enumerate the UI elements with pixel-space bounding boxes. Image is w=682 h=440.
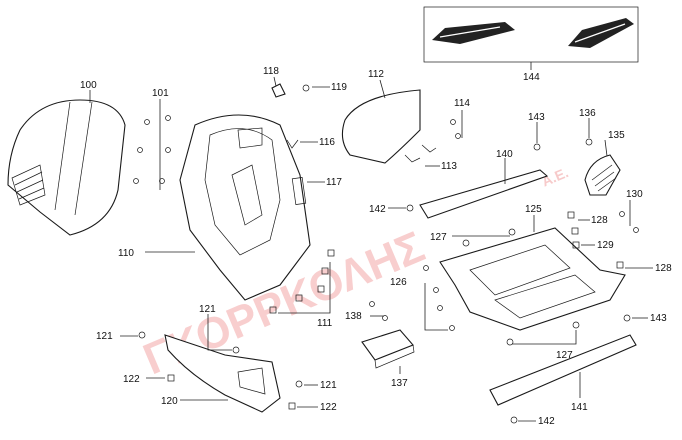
label-142b: 142 [538,416,555,427]
part-141-side-rail [489,334,637,406]
label-128a: 128 [591,215,608,226]
label-143b: 143 [650,313,667,324]
part-120-lower-cover [164,334,281,413]
part-138-fasteners [369,301,388,321]
part-121-screw-left [120,331,146,339]
part-117-label-plate [291,177,325,205]
label-130: 130 [626,189,643,200]
part-113-brackets [404,144,440,167]
part-142-screw-lower [510,416,536,424]
part-144-emblems [423,6,639,70]
part-110-inner-leg-shield [145,114,311,301]
part-130-screws [619,200,639,233]
label-101: 101 [152,88,169,99]
label-128b: 128 [655,263,672,274]
label-100: 100 [80,80,97,91]
label-110: 110 [118,248,134,259]
part-128-clips-lower [616,261,653,269]
label-127b: 127 [556,350,573,361]
part-143-screw-lower [623,314,648,322]
label-121b: 121 [199,304,216,315]
part-122-clip-right [288,402,318,410]
label-117: 117 [326,177,342,188]
label-142a: 142 [369,204,386,215]
part-100-front-cover [7,90,126,236]
label-113: 113 [441,161,457,172]
part-125-floor-panel [439,215,626,331]
label-144: 144 [523,72,540,83]
label-121a: 121 [96,331,113,342]
part-127-screws-upper [452,228,516,247]
label-116: 116 [319,137,335,148]
part-126-screws [423,265,455,331]
label-125: 125 [525,204,542,215]
part-128-clips-upper [567,211,590,235]
part-111-clips [269,249,335,314]
part-121-screw-right [295,380,318,388]
label-112: 112 [368,69,384,80]
label-135: 135 [608,130,625,141]
label-143a: 143 [528,112,545,123]
label-138: 138 [345,311,362,322]
label-127a: 127 [430,232,447,243]
label-137: 137 [391,378,408,389]
part-143-screw-upper [533,122,541,151]
part-114-fasteners [450,110,463,139]
label-114: 114 [454,98,470,109]
part-116-hook [286,139,318,149]
label-141: 141 [571,402,588,413]
label-126: 126 [390,277,407,288]
part-112-glovebox-lid [341,79,421,164]
part-142-screw-upper [388,204,414,212]
label-111: 111 [317,318,333,329]
part-118-clip [271,76,286,98]
part-119-screw [302,84,330,92]
part-136-screw [585,118,593,146]
label-136: 136 [579,108,596,119]
label-122a: 122 [123,374,140,385]
part-121-screw-middle [207,314,240,354]
part-137-cover [361,329,415,374]
part-140-side-strip [419,158,549,219]
part-101-screws: 101 [133,88,171,190]
part-129-clip [572,241,595,249]
label-122b: 122 [320,402,337,413]
part-122-clip-left [146,374,175,382]
label-140: 140 [496,149,513,160]
part-127-screws-lower [506,321,580,346]
label-119: 119 [331,82,347,93]
part-135-vent-grille [584,139,621,196]
label-129: 129 [597,240,614,251]
label-120: 120 [161,396,178,407]
label-121c: 121 [320,380,337,391]
label-118: 118 [263,66,279,77]
